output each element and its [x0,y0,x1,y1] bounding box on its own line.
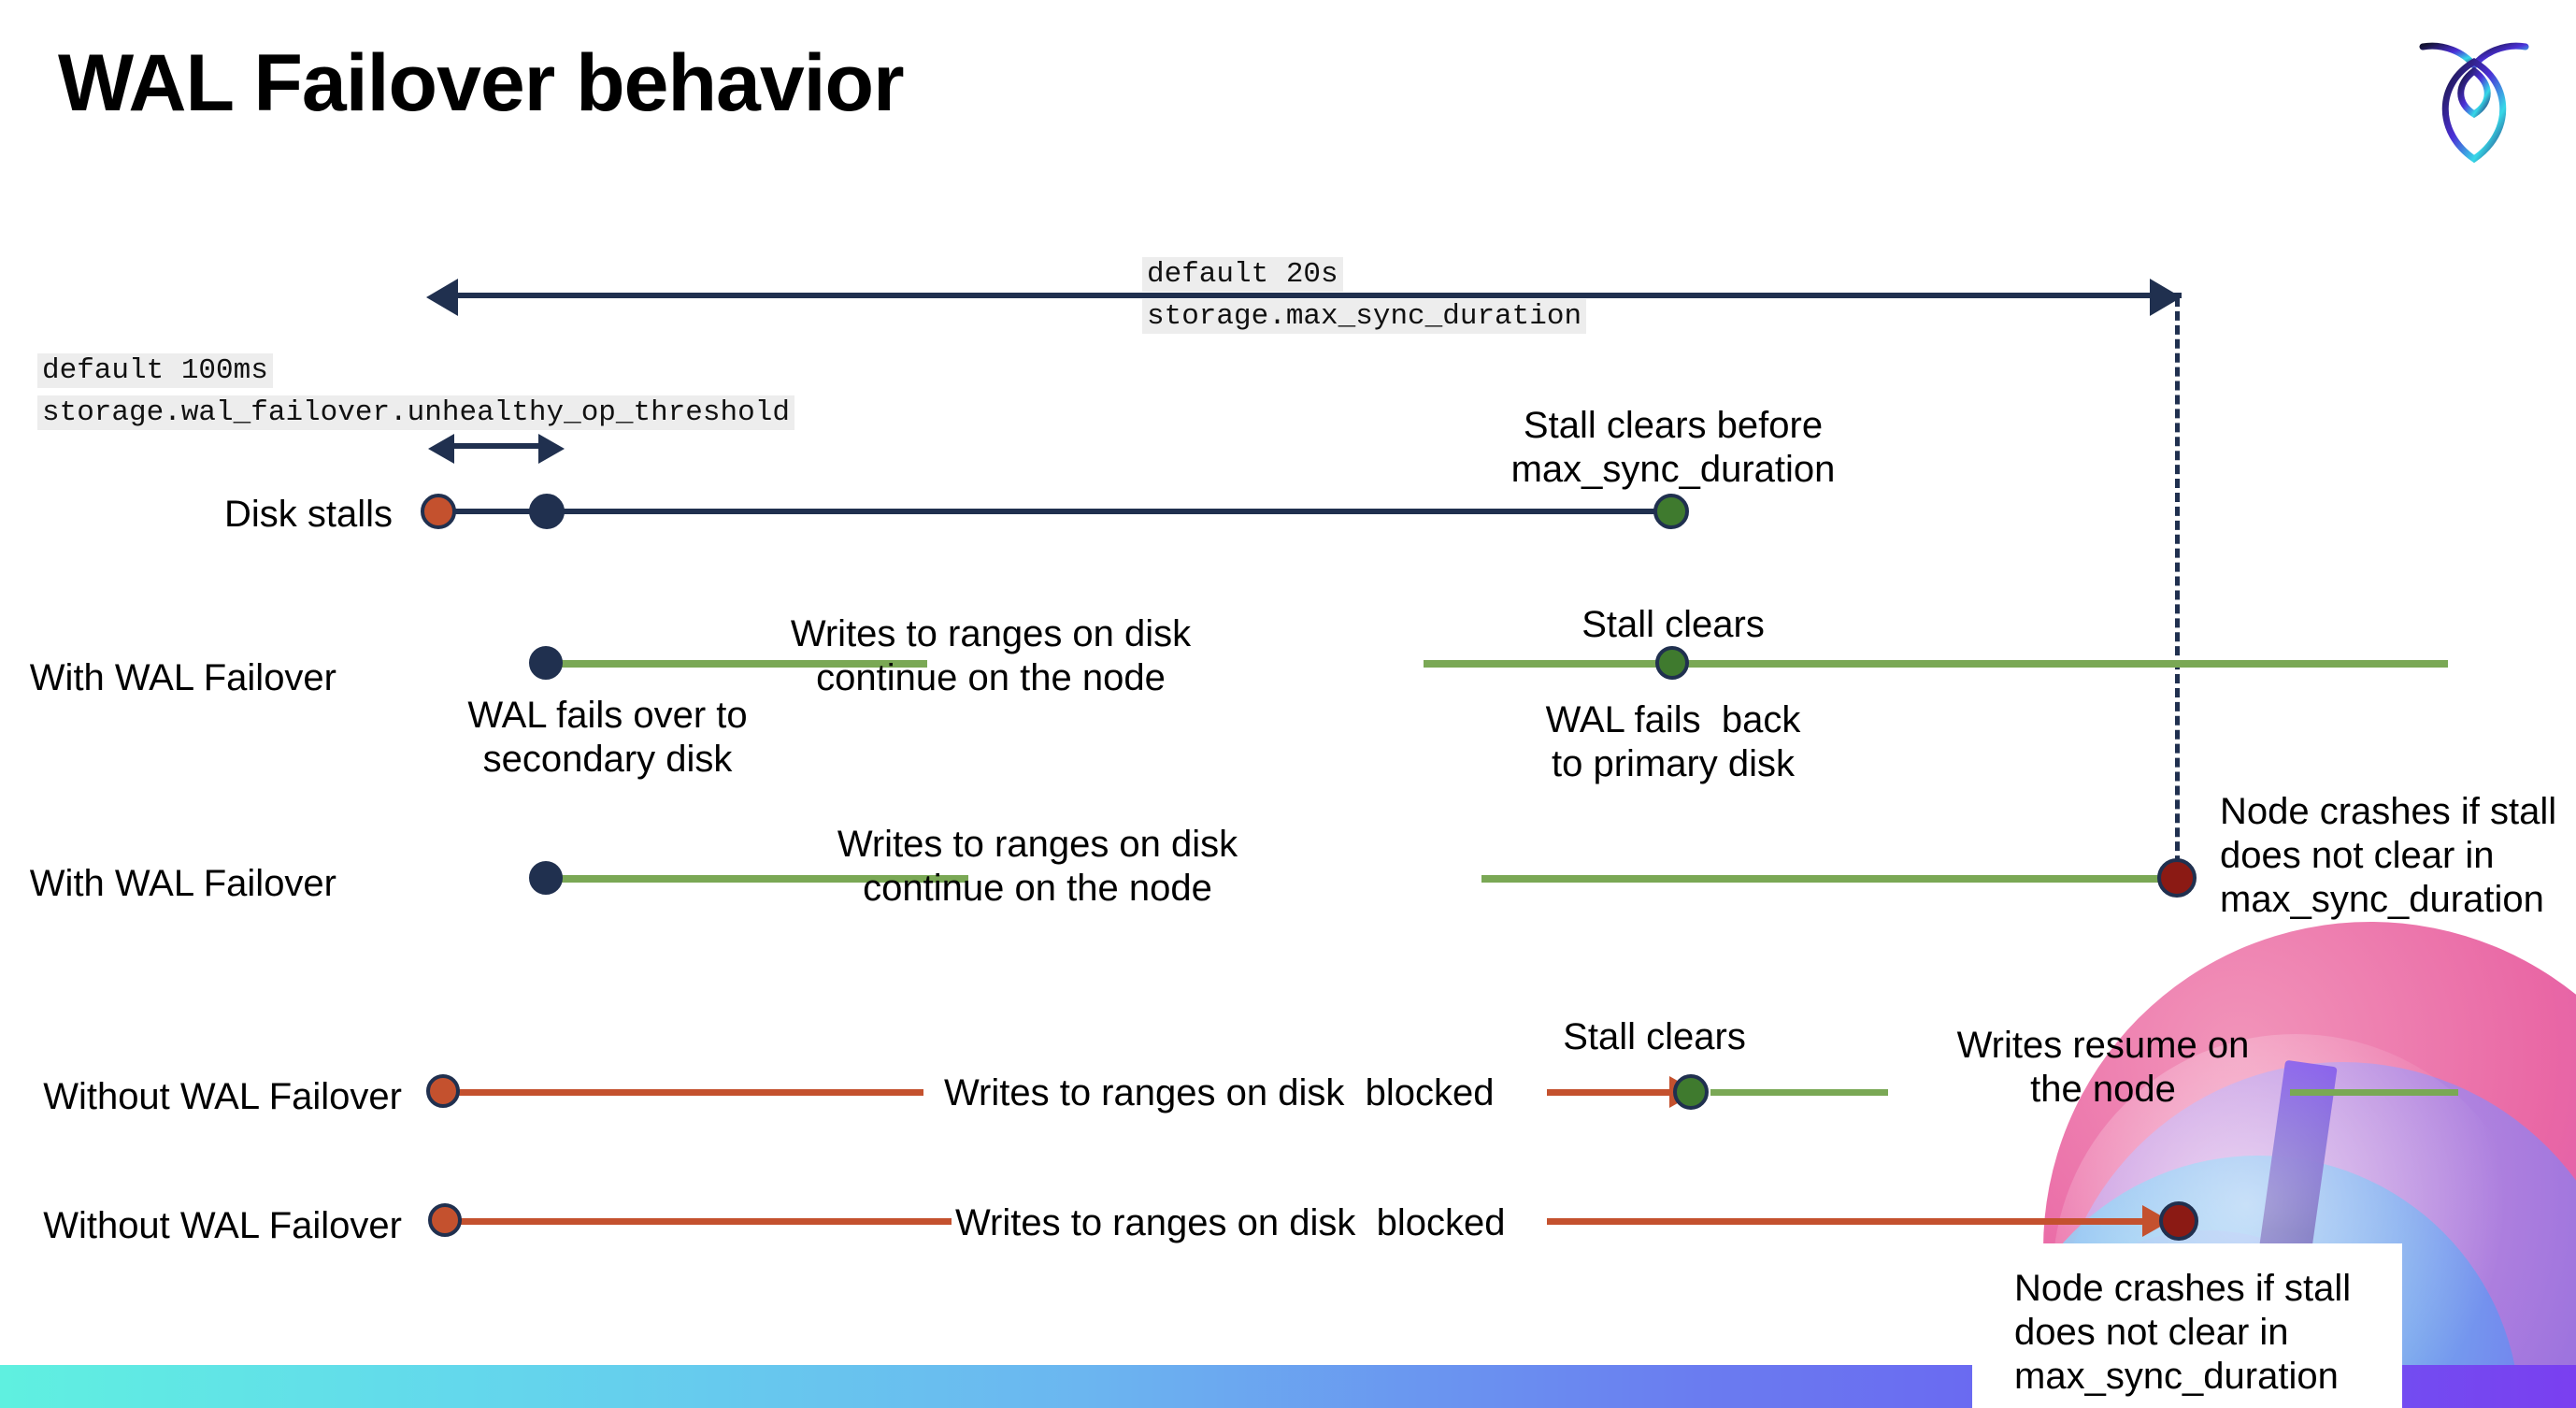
with-failover-2-failover-marker [529,861,563,895]
annotation-node-crashes-2: Node crashes if stall does not clear in … [2014,1268,2352,1398]
annotation-node-crashes-1: Node crashes if stall does not clear in … [2220,791,2557,921]
max-sync-dashed-guide [2175,297,2180,879]
annotation-stall-clears-2: Stall clears [1563,1016,1746,1057]
annotation-wal-fails-over: WAL fails over to secondary disk [467,695,748,781]
with-failover-2-segment-a [542,875,968,883]
annotation-stall-clears-before: Stall clears before max_sync_duration [1510,405,1836,491]
without-failover-1-blocked-a [447,1089,923,1096]
row-label-with-wal-failover-2: With WAL Failover [29,863,336,904]
without-failover-2-start-marker [428,1203,462,1237]
unhealthy-threshold-default-label: default 100ms [37,353,273,388]
without-failover-2-blocked-b [1547,1218,2150,1225]
with-failover-2-segment-b [1481,875,2168,883]
row-label-disk-stalls: Disk stalls [223,494,393,535]
threshold-arrow-right-head [538,434,565,464]
with-failover-1-segment-a [542,660,927,668]
annotation-writes-continue-1: Writes to ranges on disk continue on the… [790,613,1192,699]
callout-backdrop [1972,1243,2402,1408]
without-failover-1-blocked-b [1547,1089,1673,1096]
max-sync-arrow-left-head [426,279,458,316]
max-sync-default-label: default 20s [1142,257,1343,292]
with-failover-1-clear-marker [1655,646,1689,680]
without-failover-1-start-marker [426,1074,460,1108]
annotation-writes-resume: Writes resume on the node [1956,1025,2250,1111]
without-failover-2-blocked-a [447,1218,952,1225]
with-failover-2-crash-marker [2157,858,2197,898]
without-failover-1-resume-a [1710,1089,1888,1096]
max-sync-setting-name: storage.max_sync_duration [1142,299,1587,334]
row-label-with-wal-failover-1: With WAL Failover [29,657,336,698]
without-failover-2-crash-marker [2159,1201,2198,1241]
cockroachdb-logo [2415,22,2533,166]
annotation-wal-fails-back: WAL fails back to primary disk [1545,699,1801,785]
annotation-writes-blocked-1: Writes to ranges on disk blocked [944,1072,1495,1113]
unhealthy-threshold-setting-name: storage.wal_failover.unhealthy_op_thresh… [37,395,794,430]
annotation-writes-blocked-2: Writes to ranges on disk blocked [955,1202,1506,1243]
row-label-without-wal-failover-1: Without WAL Failover [43,1076,402,1117]
without-failover-1-resume-b [2290,1089,2458,1096]
disk-stalls-failover-marker [529,494,565,529]
disk-stalls-timeline [439,509,1682,514]
without-failover-1-clear-marker [1673,1074,1709,1110]
annotation-writes-continue-2: Writes to ranges on disk continue on the… [837,824,1238,910]
disk-stalls-clear-marker [1653,494,1689,529]
disk-stalls-start-marker [421,494,456,529]
row-label-without-wal-failover-2: Without WAL Failover [43,1205,402,1246]
max-sync-arrow-shaft [456,293,2182,298]
page-title: WAL Failover behavior [58,38,905,128]
threshold-arrow-left-head [428,434,454,464]
threshold-arrow-shaft [452,443,540,449]
with-failover-1-segment-b [1424,660,2448,668]
with-failover-1-failover-marker [529,646,563,680]
annotation-stall-clears-1: Stall clears [1581,604,1765,645]
